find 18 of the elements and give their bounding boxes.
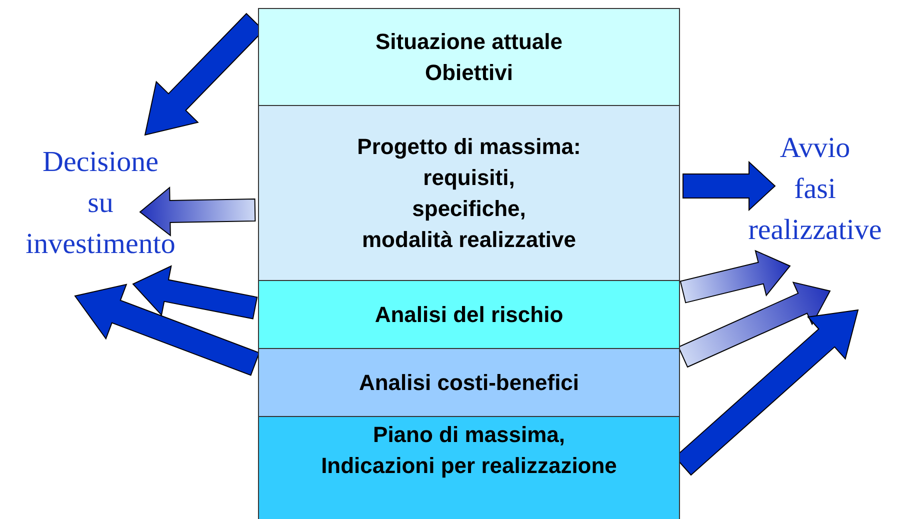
block-arrow [74,284,260,376]
stage-text: Analisi costi-benefici [358,369,580,397]
outcome-label: Avvio fasi realizzative [732,128,898,251]
block-arrow [680,250,791,304]
block-arrow [678,282,831,368]
block-arrow [132,265,258,320]
block-arrow [682,160,776,212]
outcome-label: Decisione su investimento [8,142,193,265]
stage-text: Piano di massima, Indicazioni per realizzazione [320,421,618,480]
stage-box [258,348,680,417]
block-arrow [139,186,256,237]
stage-box [258,105,680,281]
stage-box [258,416,680,519]
stage-text: Analisi del rischio [374,301,564,329]
stage-text: Progetto di massima: requisiti, specifiche, modalità realizzative [356,133,582,254]
stage-box [258,280,680,349]
stage-box [258,8,680,106]
stage-text: Situazione attuale Obiettivi [374,28,564,87]
